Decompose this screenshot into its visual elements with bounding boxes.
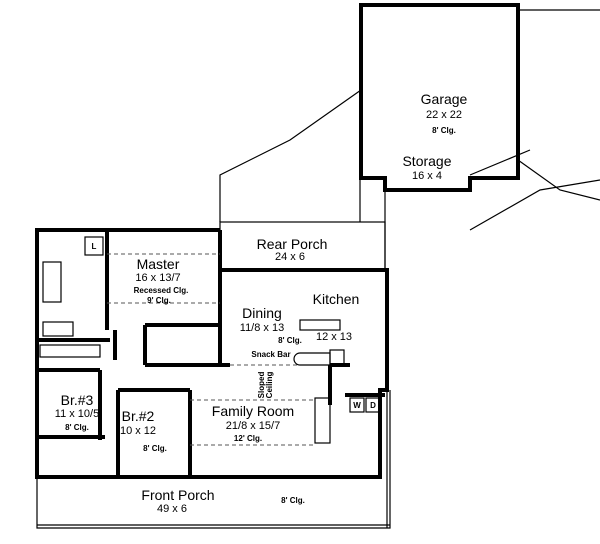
- dining-size: 11/8 x 13: [240, 322, 284, 334]
- br2-ceiling: 8' Clg.: [143, 444, 167, 453]
- garage-label: Garage: [421, 91, 468, 107]
- kitchen-size: 12 x 13: [316, 331, 352, 343]
- front-porch-label: Front Porch: [141, 487, 214, 503]
- br3-label: Br.#3: [61, 392, 94, 408]
- storage-label: Storage: [402, 153, 451, 169]
- br2-label: Br.#2: [122, 408, 155, 424]
- br3-size: 11 x 10/5: [55, 408, 99, 420]
- kitchen-label: Kitchen: [313, 291, 360, 307]
- storage-size: 16 x 4: [412, 170, 442, 182]
- master-ceiling: 9' Clg.: [147, 296, 171, 305]
- master-size: 16 x 13/7: [135, 272, 180, 284]
- garage-size: 22 x 22: [426, 109, 462, 121]
- front-porch-size: 49 x 6: [157, 503, 187, 515]
- front-porch-ceiling: 8' Clg.: [281, 496, 305, 505]
- rear-porch-label: Rear Porch: [257, 236, 328, 252]
- family-room-ceiling: 12' Clg.: [234, 434, 262, 443]
- sloped-ceiling-note: Sloped Ceiling: [257, 372, 274, 399]
- house-walls: [35, 228, 389, 479]
- rear-porch-size: 24 x 6: [275, 251, 305, 263]
- master-note: Recessed Clg.: [134, 286, 189, 295]
- br3-ceiling: 8' Clg.: [65, 423, 89, 432]
- master-label: Master: [137, 256, 180, 272]
- family-room-size: 21/8 x 15/7: [226, 420, 280, 432]
- family-room-label: Family Room: [212, 403, 294, 419]
- dining-ceiling: 8' Clg.: [278, 336, 302, 345]
- dryer-label: D: [370, 401, 376, 410]
- garage-structure: [219, 3, 600, 231]
- front-porch-structure: [36, 390, 391, 529]
- br2-size: 10 x 12: [120, 425, 156, 437]
- sloped-text: Sloped: [257, 372, 266, 399]
- ceiling-text: Ceiling: [265, 372, 274, 399]
- garage-ceiling: 8' Clg.: [432, 126, 456, 135]
- snack-bar-label: Snack Bar: [251, 350, 290, 359]
- dining-label: Dining: [242, 305, 282, 321]
- washer-label: W: [353, 401, 361, 410]
- linen-label: L: [92, 242, 97, 251]
